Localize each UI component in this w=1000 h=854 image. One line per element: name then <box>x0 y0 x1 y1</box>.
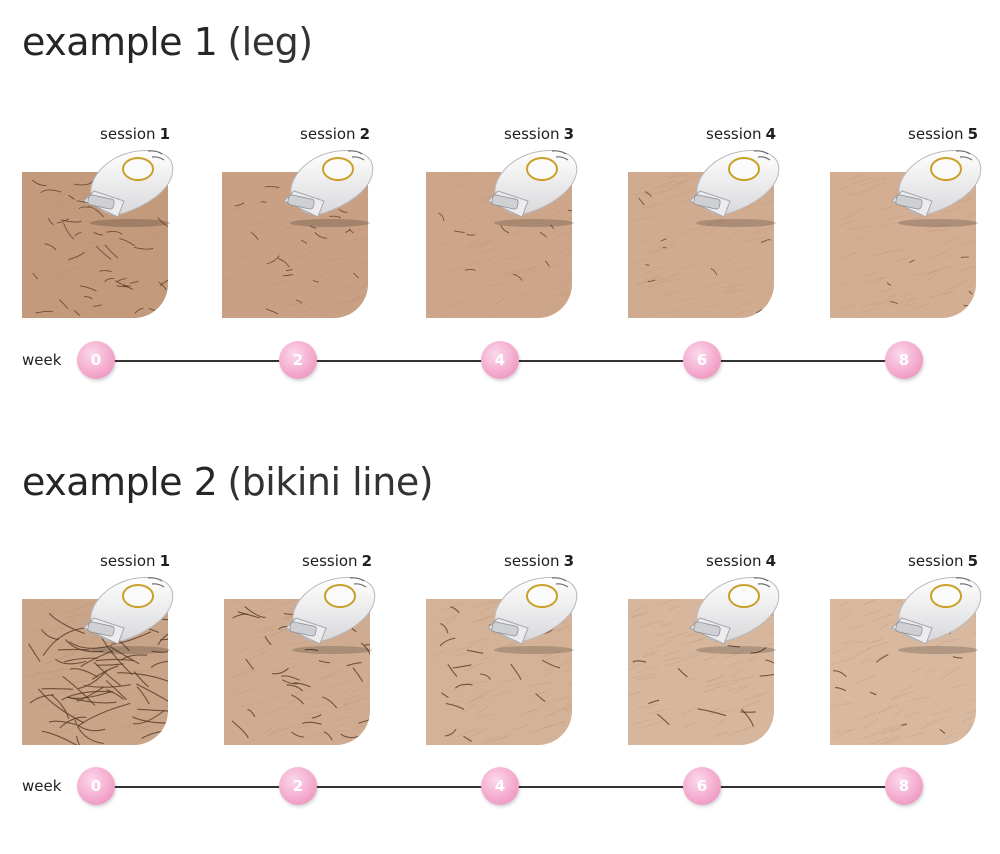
epilator-device-graphic <box>482 145 580 227</box>
week-marker: 4 <box>481 767 519 805</box>
epilator-device-icon <box>78 572 176 654</box>
skin-crease <box>366 312 368 315</box>
week-marker: 8 <box>885 767 923 805</box>
epilator-device-icon <box>482 572 580 654</box>
epilator-device-icon <box>78 145 176 227</box>
week-marker: 2 <box>279 341 317 379</box>
week-marker: 0 <box>77 767 115 805</box>
skin-crease <box>970 303 976 309</box>
week-marker: 4 <box>481 341 519 379</box>
epilator-device-graphic <box>78 145 176 227</box>
epilator-device-icon <box>886 572 984 654</box>
week-marker: 2 <box>279 767 317 805</box>
epilator-device-icon <box>684 145 782 227</box>
week-label: week <box>22 777 61 795</box>
epilator-device-icon <box>684 572 782 654</box>
week-timeline: week 0 2 4 6 8 <box>0 341 1000 381</box>
week-marker: 0 <box>77 341 115 379</box>
epilator-device-icon <box>278 145 376 227</box>
epilator-device-icon <box>280 572 378 654</box>
epilator-device-graphic <box>482 572 580 654</box>
week-timeline: week 0 2 4 6 8 <box>0 767 1000 807</box>
skin-crease <box>773 721 774 727</box>
epilator-device-icon <box>886 145 984 227</box>
epilator-device-graphic <box>684 145 782 227</box>
epilator-device-graphic <box>278 145 376 227</box>
epilator-device-graphic <box>280 572 378 654</box>
epilator-device-graphic <box>886 145 984 227</box>
skin-crease <box>571 303 572 306</box>
epilator-device-icon <box>482 145 580 227</box>
epilator-device-graphic <box>684 572 782 654</box>
week-marker: 6 <box>683 341 721 379</box>
week-marker: 8 <box>885 341 923 379</box>
epilator-device-graphic <box>78 572 176 654</box>
week-marker: 6 <box>683 767 721 805</box>
hair-strand <box>964 305 971 306</box>
week-label: week <box>22 351 61 369</box>
skin-crease <box>568 303 572 309</box>
epilator-device-graphic <box>886 572 984 654</box>
